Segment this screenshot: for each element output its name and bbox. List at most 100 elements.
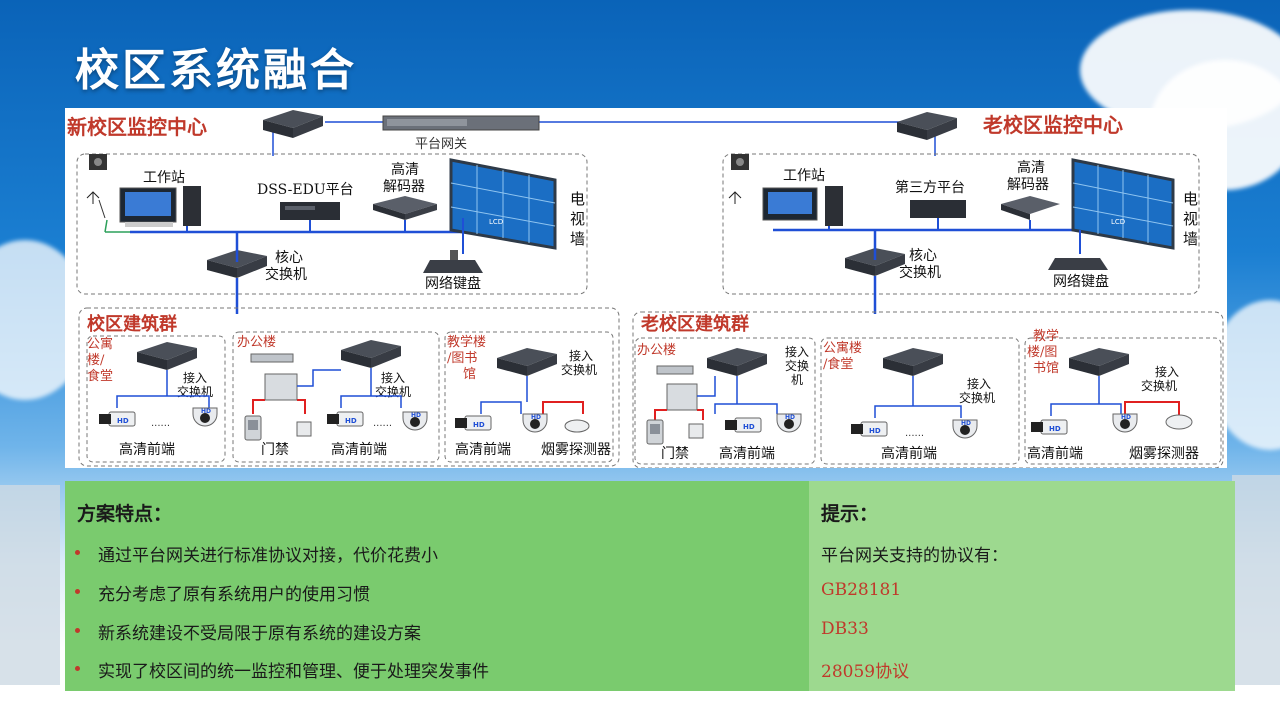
bullet-icon xyxy=(75,550,80,555)
svg-text:LCD: LCD xyxy=(489,218,503,226)
hd-camera-icon xyxy=(326,411,364,427)
slide-title: 校区系统融合 xyxy=(75,45,357,96)
workstation-label: 工作站 xyxy=(143,170,185,186)
network-diagram-svg: HD HD 平台网关 新校区监控中心 工作站 DSS-EDU平台 xyxy=(67,110,1224,469)
door-controller-icon xyxy=(250,353,294,363)
hd-front-label: 高清前端 xyxy=(455,441,511,458)
hd-camera-icon xyxy=(98,411,136,427)
hd-camera-icon xyxy=(724,417,762,433)
platform-label: DSS-EDU平台 xyxy=(257,182,354,198)
protocol-item: 28059协议 xyxy=(821,662,910,682)
door-controller-icon xyxy=(656,365,694,375)
video-wall-label: 电视墙 xyxy=(570,190,585,248)
tips-panel: 提示： 平台网关支持的协议有： GB28181 DB33 28059协议 xyxy=(809,481,1235,691)
network-diagram: HD HD 平台网关 新校区监控中心 工作站 DSS-EDU平台 xyxy=(65,108,1227,469)
feature-item: 实现了校区间的统一监控和管理、便于处理突发事件 xyxy=(98,662,489,682)
access-switch-label: 接入交换机 xyxy=(785,344,809,387)
city-skyline xyxy=(1232,475,1280,685)
gateway-label: 平台网关 xyxy=(415,137,467,152)
hd-dome-icon xyxy=(776,413,802,433)
video-wall-icon: LCD xyxy=(449,158,557,250)
bullet-icon xyxy=(75,628,80,633)
svg-text:......: ...... xyxy=(373,418,392,429)
city-skyline xyxy=(0,485,60,685)
core-switch-label: 核心交换机 xyxy=(265,250,307,283)
access-switch-icon xyxy=(883,348,943,376)
new-buildings-box xyxy=(78,307,620,467)
protocol-item: DB33 xyxy=(821,619,869,639)
old-buildings-title: 老校区建筑群 xyxy=(641,313,749,335)
workstation-icon xyxy=(119,186,201,227)
decoder-label: 高清解码器 xyxy=(383,161,425,195)
bullet-icon xyxy=(75,666,80,671)
dorm-label: 公寓楼/食堂 xyxy=(87,336,113,384)
microphone-icon xyxy=(86,191,100,204)
feature-item: 充分考虑了原有系统用户的使用习惯 xyxy=(98,585,370,605)
access-switch-icon xyxy=(707,348,767,376)
feature-item: 新系统建设不受局限于原有系统的建设方案 xyxy=(98,624,421,644)
tips-intro: 平台网关支持的协议有： xyxy=(821,546,1008,566)
old-center-router xyxy=(897,112,957,140)
hd-camera-icon xyxy=(1030,419,1068,435)
hd-front-label: 高清前端 xyxy=(119,441,175,458)
platform-gateway-device: 平台网关 xyxy=(382,115,540,152)
new-center-box xyxy=(76,153,588,295)
office-label: 办公楼 xyxy=(237,335,276,350)
svg-text:......: ...... xyxy=(905,428,924,439)
core-switch-label: 核心交换机 xyxy=(899,248,941,281)
access-switch-label: 接入交换机 xyxy=(375,370,411,399)
features-heading: 方案特点： xyxy=(77,503,173,525)
hd-dome-icon xyxy=(1112,413,1138,433)
teaching-label: 教学楼/图书馆 xyxy=(447,334,486,382)
features-panel: 方案特点： 通过平台网关进行标准协议对接，代价花费小 充分考虑了原有系统用户的使… xyxy=(65,481,809,691)
hd-dome-icon xyxy=(192,407,218,427)
smoke-detector-icon xyxy=(564,419,590,433)
teaching-label: 教学楼/图书馆 xyxy=(1027,328,1059,376)
feature-item: 通过平台网关进行标准协议对接，代价花费小 xyxy=(98,546,438,566)
keyboard-label: 网络键盘 xyxy=(1053,273,1109,290)
decoder-icon xyxy=(373,196,437,220)
workstation-icon xyxy=(762,186,843,226)
door-access-label: 门禁 xyxy=(661,446,689,462)
new-center-router xyxy=(263,110,323,138)
keyboard-icon xyxy=(1048,258,1108,270)
smoke-detector-icon xyxy=(1165,414,1193,430)
access-switch-icon xyxy=(497,348,557,376)
door-panel-icon xyxy=(264,373,298,401)
keyboard-label: 网络键盘 xyxy=(425,275,481,292)
door-access-icon xyxy=(244,415,262,441)
new-buildings-title: 校区建筑群 xyxy=(87,313,177,335)
hd-front-label: 高清前端 xyxy=(331,441,387,458)
door-panel-icon xyxy=(666,383,698,411)
decoder-icon xyxy=(1001,196,1060,220)
access-switch-icon xyxy=(137,342,197,370)
hd-dome-icon xyxy=(402,411,428,431)
third-party-server-icon xyxy=(910,200,966,218)
hd-front-label: 高清前端 xyxy=(881,445,937,462)
keyboard-icon xyxy=(423,250,483,273)
old-center-box xyxy=(722,153,1200,295)
old-center-title: 老校区监控中心 xyxy=(983,113,1123,137)
office-label: 办公楼 xyxy=(637,343,676,358)
access-switch-label: 接入交换机 xyxy=(561,348,597,377)
svg-text:......: ...... xyxy=(151,418,170,429)
bullet-icon xyxy=(75,589,80,594)
hd-dome-icon xyxy=(952,419,978,439)
svg-text:LCD: LCD xyxy=(1111,218,1125,226)
hd-camera-icon xyxy=(850,421,888,437)
platform-server-icon xyxy=(280,202,340,220)
access-switch-label: 接入交换机 xyxy=(1141,364,1179,393)
decoder-label: 高清解码器 xyxy=(1007,159,1049,193)
smoke-detector-label: 烟雾探测器 xyxy=(541,442,611,458)
platform-label: 第三方平台 xyxy=(895,179,965,196)
workstation-label: 工作站 xyxy=(783,168,825,184)
new-center-title: 新校区监控中心 xyxy=(67,115,207,139)
door-access-icon xyxy=(646,419,664,445)
access-switch-icon xyxy=(1069,348,1129,376)
access-switch-label: 接入交换机 xyxy=(959,376,995,405)
hd-front-label: 高清前端 xyxy=(719,445,775,462)
microphone-icon xyxy=(728,191,742,204)
protocol-item: GB28181 xyxy=(821,580,902,600)
hd-front-label: 高清前端 xyxy=(1027,445,1083,462)
tips-heading: 提示： xyxy=(821,503,879,525)
